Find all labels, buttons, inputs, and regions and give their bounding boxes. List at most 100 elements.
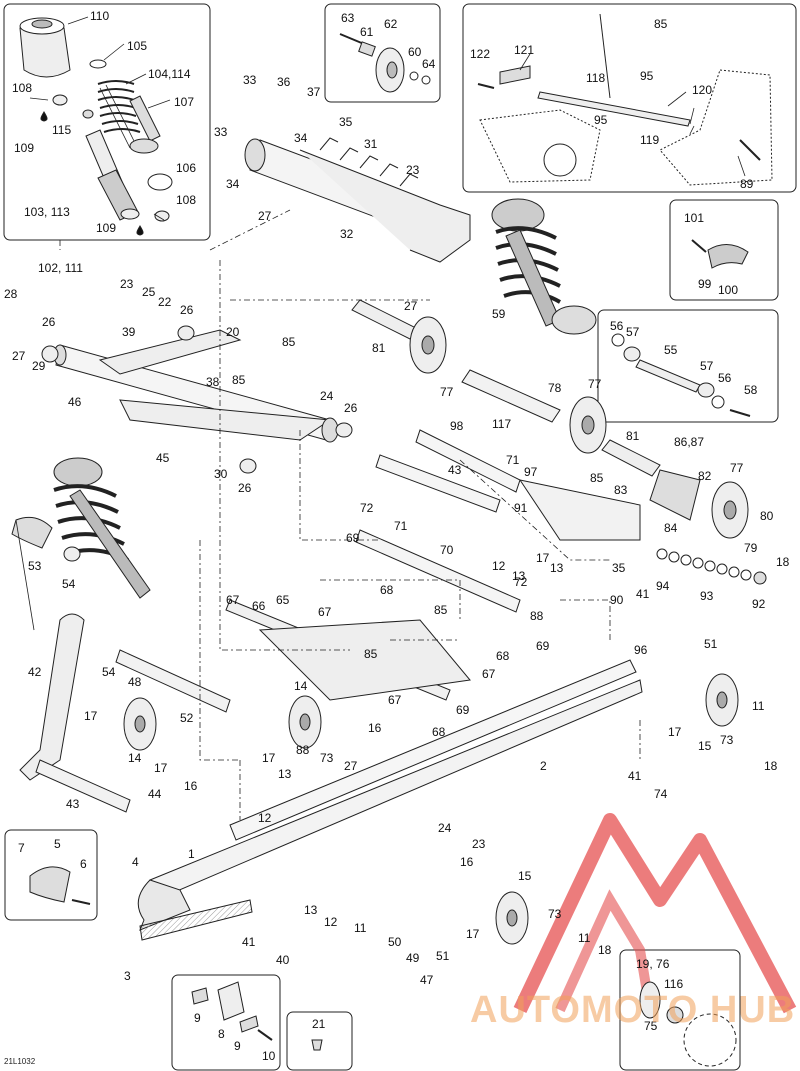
- callout-16b: 16: [184, 779, 198, 793]
- callout-60: 60: [408, 45, 422, 59]
- callout-77c: 77: [730, 461, 744, 475]
- callout-67d: 67: [388, 693, 402, 707]
- front-arm-20: [41, 325, 353, 474]
- callout-27: 27: [258, 209, 272, 223]
- callout-67: 67: [226, 593, 240, 607]
- callout-13: 13: [512, 569, 526, 583]
- leader-lines: [59, 209, 641, 820]
- callout-45: 45: [156, 451, 170, 465]
- callout-85e: 85: [434, 603, 448, 617]
- callout-56b: 56: [718, 371, 732, 385]
- callout-81b: 81: [626, 429, 640, 443]
- callout-109: 109: [14, 141, 35, 155]
- callout-117: 117: [492, 417, 512, 431]
- callout-8: 8: [218, 1027, 225, 1041]
- callout-38: 38: [206, 375, 220, 389]
- callout-63: 63: [341, 11, 355, 25]
- callout-6: 6: [80, 857, 87, 871]
- callout-34b: 34: [226, 177, 240, 191]
- callout-18c: 18: [598, 943, 612, 957]
- callout-9b: 9: [234, 1039, 241, 1053]
- callout-41b: 41: [628, 769, 642, 783]
- callout-55: 55: [664, 343, 678, 357]
- callout-49: 49: [406, 951, 420, 965]
- callout-85d: 85: [590, 471, 604, 485]
- linkage-parts: [477, 13, 773, 186]
- idler-parts: [339, 33, 431, 93]
- callout-56: 56: [610, 319, 624, 333]
- callout-26d: 26: [238, 481, 252, 495]
- callout-86-87: 86,87: [674, 435, 705, 449]
- callout-85b: 85: [282, 335, 296, 349]
- callout-71b: 71: [394, 519, 408, 533]
- callout-83: 83: [614, 483, 628, 497]
- callout-26: 26: [42, 315, 56, 329]
- callout-52: 52: [180, 711, 194, 725]
- callout-13b: 13: [550, 561, 564, 575]
- logo-triangle: [513, 813, 797, 1014]
- callout-7: 7: [18, 841, 25, 855]
- callout-35b: 35: [612, 561, 626, 575]
- callout-17f: 17: [466, 927, 480, 941]
- callout-23: 23: [406, 163, 420, 177]
- callout-95: 95: [640, 69, 654, 83]
- callout-74: 74: [654, 787, 668, 801]
- callout-12: 12: [492, 559, 506, 573]
- callout-110: 110: [90, 9, 110, 23]
- callout-107: 107: [174, 95, 195, 109]
- callout-75: 75: [644, 1019, 658, 1033]
- callout-61: 61: [360, 25, 374, 39]
- callout-41: 41: [636, 587, 650, 601]
- callout-33: 33: [243, 73, 257, 87]
- callout-40: 40: [276, 953, 290, 967]
- callout-89: 89: [740, 177, 754, 191]
- callout-11c: 11: [578, 931, 591, 945]
- callout-12b: 12: [258, 811, 272, 825]
- callout-23b: 23: [120, 277, 134, 291]
- inset-box-axle: [597, 309, 779, 423]
- rear-shock-spring: [491, 198, 597, 335]
- callout-26c: 26: [344, 401, 358, 415]
- callout-68b: 68: [496, 649, 510, 663]
- callout-14b: 14: [128, 751, 142, 765]
- callout-43b: 43: [66, 797, 80, 811]
- callout-101: 101: [684, 211, 705, 225]
- callout-122: 122: [470, 47, 491, 61]
- callout-77b: 77: [588, 377, 602, 391]
- callout-93: 93: [700, 589, 714, 603]
- callout-65: 65: [276, 593, 290, 607]
- callout-9: 9: [194, 1011, 201, 1025]
- stud-art: [311, 1039, 323, 1051]
- callout-80: 80: [760, 509, 774, 523]
- callout-67c: 67: [482, 667, 496, 681]
- callout-88b: 88: [296, 743, 310, 757]
- slider-end-art: [29, 866, 91, 905]
- cross-shaft-32: [244, 137, 471, 263]
- callout-19-76: 19, 76: [636, 957, 670, 971]
- callout-95b: 95: [594, 113, 608, 127]
- callout-17b: 17: [84, 709, 98, 723]
- callout-12c: 12: [324, 915, 338, 929]
- watermark-text: AUTOMOTO HUB: [470, 989, 796, 1031]
- callout-21: 21: [312, 1017, 326, 1031]
- drop-arm-42: [19, 613, 231, 813]
- callout-81: 81: [372, 341, 386, 355]
- callout-51b: 51: [436, 949, 450, 963]
- callout-31: 31: [364, 137, 378, 151]
- callout-42: 42: [28, 665, 42, 679]
- callout-5: 5: [54, 837, 61, 851]
- callout-73b: 73: [320, 751, 334, 765]
- callout-17d: 17: [154, 761, 168, 775]
- callout-30: 30: [214, 467, 228, 481]
- callout-115: 115: [52, 123, 72, 137]
- callout-100: 100: [718, 283, 739, 297]
- callout-18b: 18: [764, 759, 778, 773]
- callout-37: 37: [307, 85, 321, 99]
- callout-22: 22: [158, 295, 172, 309]
- callout-27b: 27: [404, 299, 418, 313]
- callout-46: 46: [68, 395, 82, 409]
- callout-62: 62: [384, 17, 398, 31]
- callout-20: 20: [226, 325, 240, 339]
- callout-72: 72: [360, 501, 374, 515]
